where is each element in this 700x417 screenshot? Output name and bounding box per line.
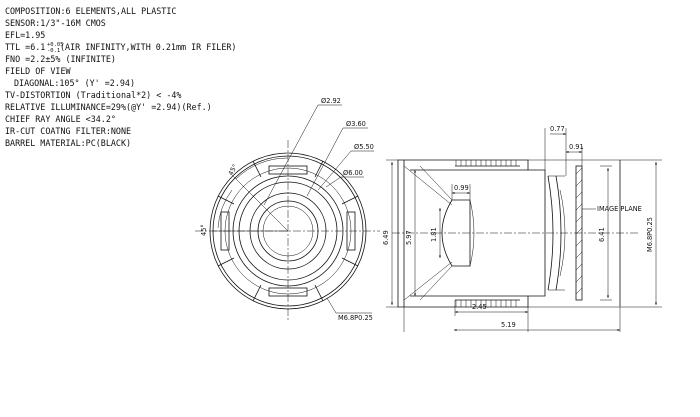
side-thread-top (455, 160, 517, 166)
label-649: 6.49 (382, 230, 390, 245)
front-angle-top-label: 45° (227, 163, 240, 177)
spec-ircut: IR-CUT COATNG FILTER:NONE (5, 126, 131, 136)
spec-illuminance: RELATIVE ILLUMINANCE=29%(@Y' =2.94)(Ref.… (5, 102, 212, 112)
label-d600: Ø6.00 (343, 169, 363, 177)
front-lug-edges (217, 195, 359, 267)
label-597: 5.97 (405, 230, 413, 245)
label-thread-front: M6.8P0.25 (338, 314, 373, 322)
leader-d360 (306, 127, 344, 197)
side-view: IMAGE PLANE 0.77 0.91 0.99 6.49 5.97 1.8… (382, 125, 662, 332)
spec-ttl: TTL =6.1 (5, 42, 45, 52)
spec-efl: EFL=1.95 (5, 30, 45, 40)
front-view: 45° 45° Ø2.92 Ø3.60 Ø5.50 Ø6.00 M6.8P0.2… (195, 97, 380, 322)
side-front-flange (397, 159, 405, 308)
spec-cra: CHIEF RAY ANGLE <34.2° (5, 114, 116, 124)
side-front-lens-surface (441, 199, 453, 267)
leader-d292 (263, 104, 319, 206)
spec-barrel: BARREL MATERIAL:PC(BLACK) (5, 138, 131, 148)
side-fov-cone-inner (419, 165, 453, 301)
label-thread-side: M6.8P0.25 (646, 217, 654, 252)
label-d550: Ø5.50 (354, 143, 374, 151)
spec-fno: FNO =2.2±5% (INFINITE) (5, 54, 116, 64)
leader-d600 (325, 176, 342, 188)
side-thread-bottom (455, 300, 517, 307)
label-d292: Ø2.92 (321, 97, 341, 105)
side-barrel-outline (404, 159, 546, 308)
front-lug-top (268, 165, 308, 175)
front-lug-right (346, 211, 356, 251)
front-lug-edges-2 (252, 160, 324, 302)
label-641: 6.41 (598, 227, 606, 242)
side-fov-cone (403, 165, 453, 301)
spec-block: COMPOSITION:6 ELEMENTS,ALL PLASTIC SENSO… (5, 6, 236, 148)
label-image-plane: IMAGE PLANE (597, 205, 642, 213)
front-lug-bottom (268, 287, 308, 297)
label-099: 0.99 (454, 184, 469, 192)
side-rear-lens-edges (548, 175, 565, 291)
side-filter-hatch (575, 167, 583, 295)
front-outer-circle (209, 152, 367, 310)
spec-tv-distortion: TV-DISTORTION (Traditional*2) < -4% (5, 90, 181, 100)
label-245: 2.45 (472, 303, 487, 311)
side-barrel-inner (410, 169, 528, 297)
label-077: 0.77 (550, 125, 565, 133)
front-angle-line-top (231, 174, 289, 232)
side-filter-plate (575, 165, 583, 301)
side-rear-lens-3 (559, 189, 566, 277)
side-rear-lens-1 (547, 175, 554, 291)
front-angle-left-label: 45° (200, 224, 208, 236)
spec-composition: COMPOSITION:6 ELEMENTS,ALL PLASTIC (5, 6, 176, 16)
side-front-lens-back (469, 199, 475, 267)
front-lugs (217, 160, 359, 302)
front-angle-arc-left (217, 189, 233, 229)
spec-ttl-sub: -0.1 (47, 48, 60, 54)
label-519: 5.19 (501, 321, 516, 329)
leader-thread-front (326, 297, 337, 314)
spec-ttl-tail: (AIR INFINITY,WITH 0.21mm IR FILER) (60, 42, 236, 52)
spec-diagonal: DIAGONAL:105° (Y' =2.94) (14, 78, 135, 88)
side-rear-lens-2 (555, 175, 562, 291)
spec-fov: FIELD OF VIEW (5, 66, 72, 76)
spec-ttl-sup: +0.05 (47, 42, 64, 48)
spec-ttl-main: TTL =6.1 (5, 42, 45, 52)
leader-d550 (317, 150, 352, 191)
label-181: 1.81 (430, 227, 438, 242)
spec-sensor: SENSOR:1/3"-16M CMOS (5, 18, 106, 28)
label-d360: Ø3.60 (346, 120, 366, 128)
label-091: 0.91 (569, 143, 584, 151)
side-front-lens-body (452, 199, 471, 267)
